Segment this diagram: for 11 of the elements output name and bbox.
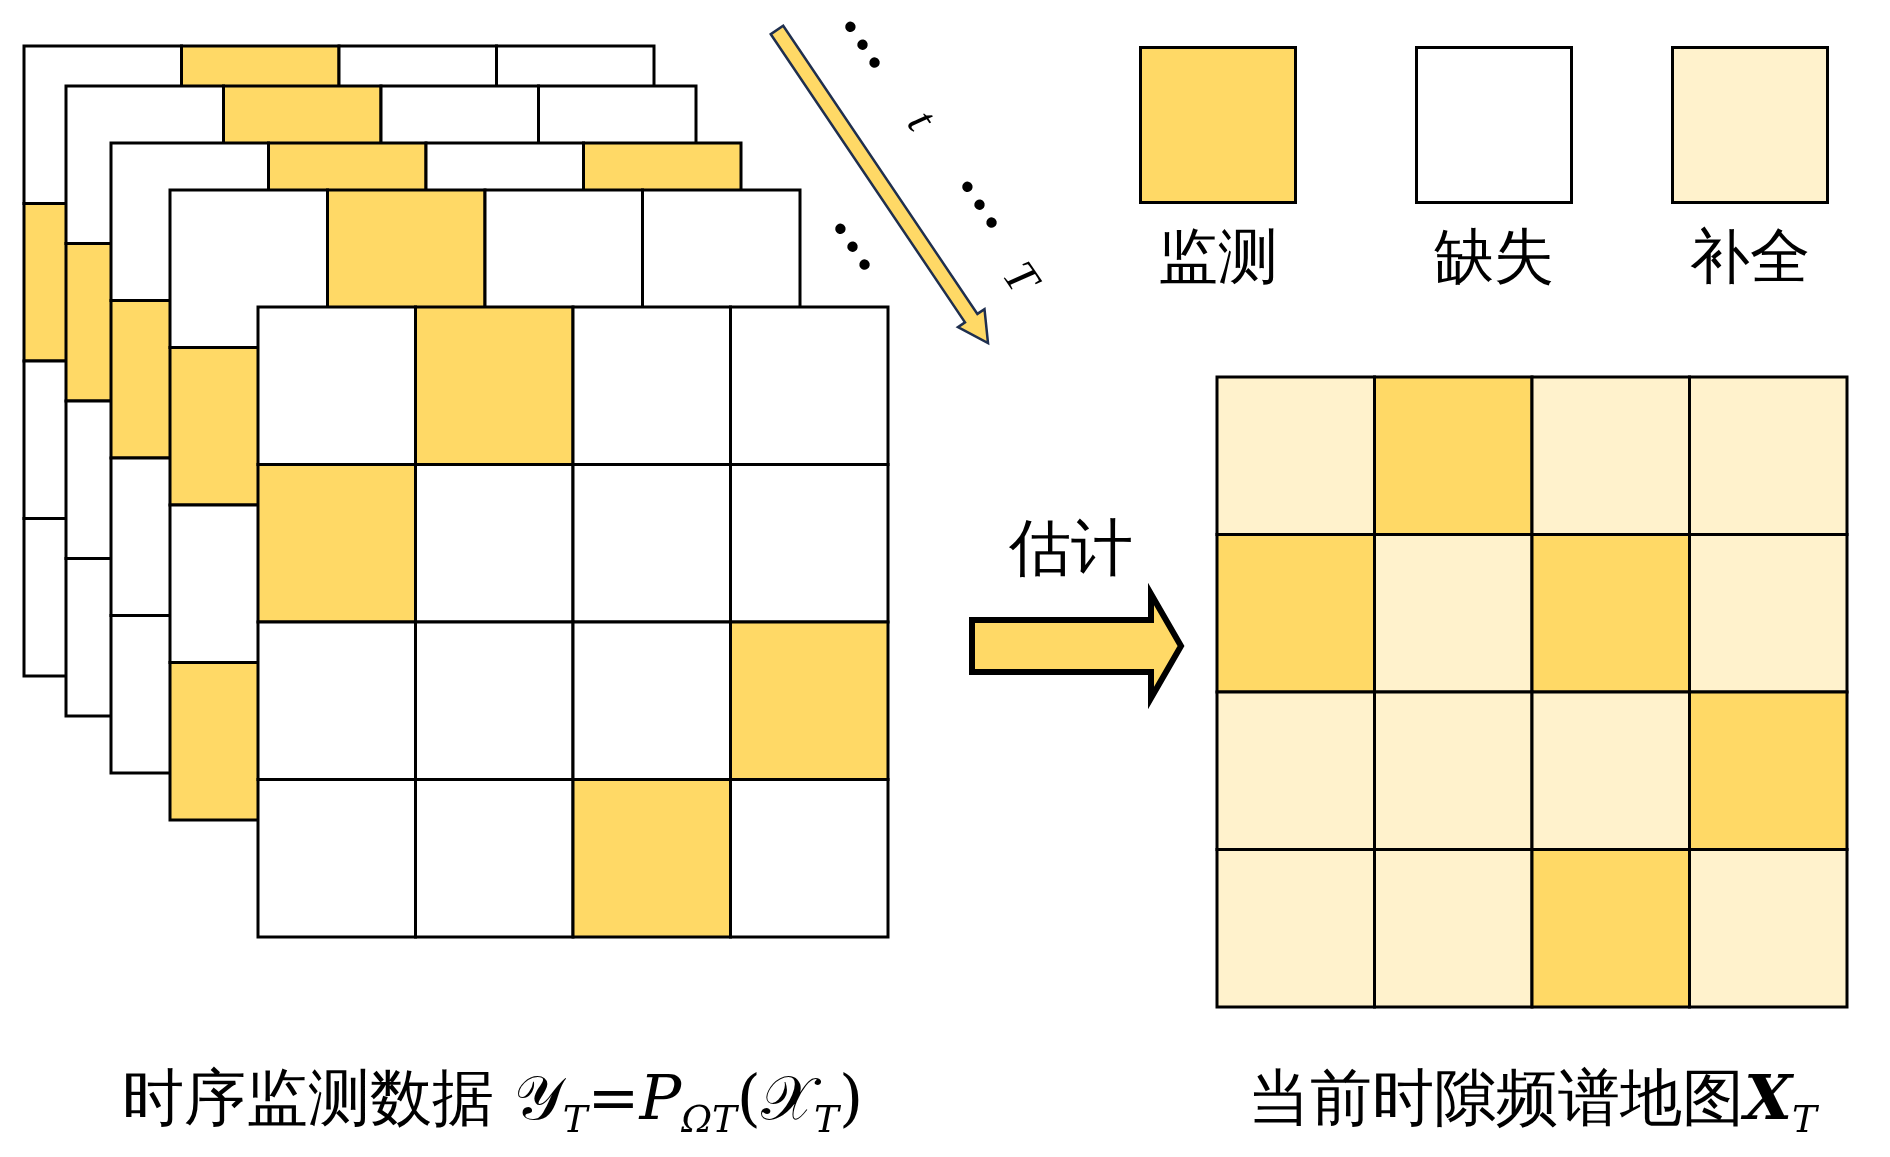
ellipsis: … xyxy=(818,205,893,286)
ellipsis: … xyxy=(945,163,1020,244)
figure-caption: 当前时隙频谱地图X$_{T}$ xyxy=(1248,1062,1817,1134)
legend-label: 监测 xyxy=(1158,222,1278,291)
ellipsis: … xyxy=(828,3,903,84)
figure-caption: 时序监测数据 𝒴$_{T}$=P$_{Ω}$$_{T}$(𝒳$_{T}$) xyxy=(122,1062,864,1134)
time-index-label: t xyxy=(899,101,945,139)
legend-label: 缺失 xyxy=(1434,222,1554,291)
time-index-label: T xyxy=(994,253,1048,301)
block-arrow xyxy=(969,582,1185,710)
legend-label: 补全 xyxy=(1690,222,1810,291)
